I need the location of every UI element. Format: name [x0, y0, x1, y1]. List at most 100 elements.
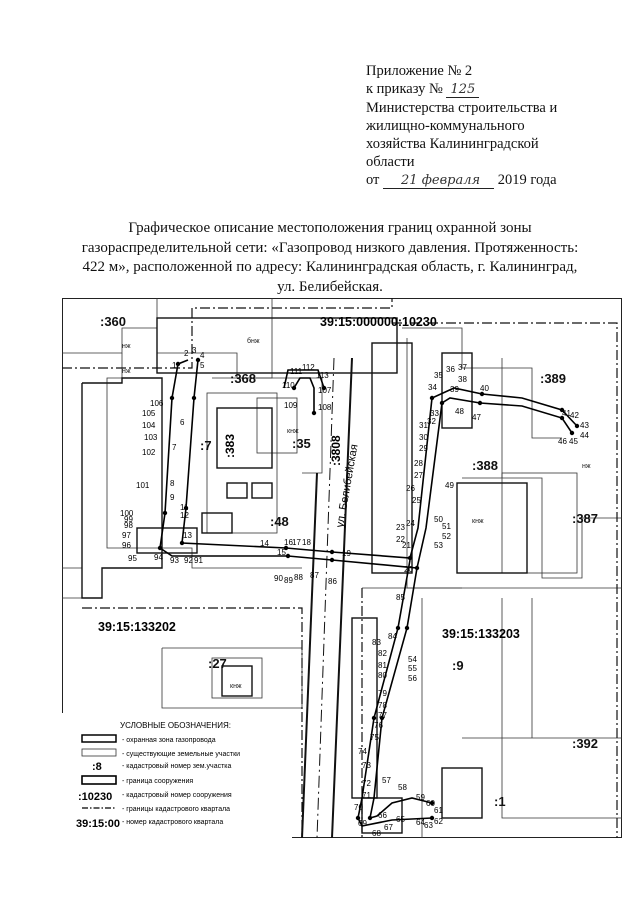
- svg-text:21: 21: [402, 541, 411, 550]
- title-line-2: газораспределительной сети: «Газопровод …: [81, 239, 579, 256]
- svg-text:27: 27: [414, 471, 423, 480]
- svg-text:- существующие земельные участ: - существующие земельные участки: [122, 751, 240, 758]
- svg-text:107: 107: [318, 386, 332, 395]
- svg-text:нж: нж: [122, 368, 131, 375]
- quarter-boundaries: [62, 298, 618, 838]
- order-reference: к приказу № 125: [366, 80, 616, 99]
- svg-text:55: 55: [408, 664, 417, 673]
- parcel-label: :392: [572, 736, 598, 751]
- svg-text:110: 110: [282, 381, 295, 390]
- ministry-line-1: Министерства строительства и: [366, 100, 558, 116]
- svg-text:15: 15: [277, 548, 286, 557]
- svg-text:46: 46: [558, 437, 567, 446]
- svg-text:- границы кадастрового квартал: - границы кадастрового квартала: [122, 806, 230, 813]
- svg-text:33: 33: [430, 409, 439, 418]
- svg-text:89: 89: [284, 576, 293, 585]
- title-line-4: ул. Белибейская.: [277, 278, 383, 295]
- svg-text:103: 103: [144, 433, 158, 442]
- svg-text:104: 104: [142, 421, 156, 430]
- parcel-label: :389: [540, 371, 566, 386]
- parcel-label: :368: [230, 371, 256, 386]
- svg-text:71: 71: [362, 791, 371, 800]
- quarter-right-label: 39:15:133203: [442, 627, 520, 641]
- svg-text:63: 63: [424, 821, 433, 830]
- svg-text:84: 84: [388, 632, 397, 641]
- svg-text:58: 58: [398, 783, 407, 792]
- svg-text:- граница сооружения: - граница сооружения: [122, 778, 193, 785]
- svg-text:8: 8: [170, 479, 175, 488]
- svg-text:102: 102: [142, 448, 156, 457]
- svg-text:91: 91: [194, 556, 203, 565]
- svg-text:7: 7: [172, 443, 177, 452]
- legend-sample-structure: [81, 775, 117, 785]
- svg-text:74: 74: [358, 747, 367, 756]
- svg-text:54: 54: [408, 655, 417, 664]
- svg-text:47: 47: [472, 413, 481, 422]
- svg-text:29: 29: [419, 444, 428, 453]
- svg-text:96: 96: [122, 541, 131, 550]
- svg-text:52: 52: [442, 532, 451, 541]
- order-number-handwritten: 125: [446, 82, 480, 98]
- svg-text:99: 99: [124, 515, 133, 524]
- svg-text:31: 31: [419, 421, 428, 430]
- svg-text:92: 92: [184, 556, 193, 565]
- parcel-label: :387: [572, 511, 598, 526]
- svg-text:нж: нж: [122, 343, 131, 350]
- parcel-label: :360: [100, 314, 126, 329]
- svg-text:57: 57: [382, 776, 391, 785]
- svg-text:39:15:00: 39:15:00: [76, 818, 120, 830]
- svg-text:76: 76: [374, 721, 383, 730]
- svg-text:4: 4: [200, 351, 205, 360]
- svg-text:49: 49: [445, 481, 454, 490]
- svg-text:37: 37: [458, 363, 467, 372]
- svg-text:82: 82: [378, 649, 387, 658]
- svg-text:3: 3: [192, 346, 197, 355]
- svg-text:48: 48: [455, 407, 464, 416]
- parcel-label: :388: [472, 458, 498, 473]
- svg-text:39: 39: [450, 385, 459, 394]
- svg-text:35: 35: [434, 371, 443, 380]
- svg-text:24: 24: [406, 519, 415, 528]
- svg-text:43: 43: [580, 421, 589, 430]
- svg-text:94: 94: [154, 553, 163, 562]
- svg-text:98: 98: [124, 521, 133, 530]
- ministry-line-2: жилищно-коммунального: [366, 118, 525, 134]
- svg-text:66: 66: [378, 811, 387, 820]
- svg-text::8: :8: [92, 761, 102, 773]
- svg-text:73: 73: [362, 761, 371, 770]
- svg-text:бнж: бнж: [247, 337, 260, 345]
- svg-text:106: 106: [150, 399, 164, 408]
- svg-text:кнж: кнж: [472, 518, 484, 525]
- svg-text:нж: нж: [582, 463, 591, 470]
- ministry-line-4: области: [366, 154, 415, 170]
- legend: УСЛОВНЫЕ ОБОЗНАЧЕНИЯ: - охранная зона га…: [62, 713, 292, 838]
- svg-text:109: 109: [284, 401, 298, 410]
- legend-heading: УСЛОВНЫЕ ОБОЗНАЧЕНИЯ:: [120, 721, 231, 730]
- svg-text:112: 112: [302, 363, 315, 372]
- title-line-1: Графическое описание местоположения гран…: [128, 220, 532, 236]
- svg-text:6: 6: [180, 418, 185, 427]
- svg-text:- кадастровый номер сооружения: - кадастровый номер сооружения: [122, 791, 232, 799]
- svg-text:80: 80: [378, 671, 387, 680]
- cadastral-map: :360 :368 :389 :7 :388 :35 :48 :387 :27 …: [62, 298, 622, 838]
- svg-text:45: 45: [569, 437, 578, 446]
- svg-text:26: 26: [406, 484, 415, 493]
- document-title: Графическое описание местоположения гран…: [40, 219, 620, 297]
- road-belibeyskaya: [301, 357, 353, 838]
- svg-text:13: 13: [183, 531, 192, 540]
- svg-text:113: 113: [316, 371, 329, 380]
- svg-text:50: 50: [434, 515, 443, 524]
- svg-text:105: 105: [142, 409, 156, 418]
- svg-text:111: 111: [290, 367, 303, 376]
- svg-text:9: 9: [170, 493, 175, 502]
- svg-text:20: 20: [404, 565, 413, 574]
- svg-text:16: 16: [284, 538, 293, 547]
- date-handwritten: 21 февраля: [383, 173, 495, 189]
- svg-text:97: 97: [122, 531, 131, 540]
- vertex-numbers: 1 2 3 4 5 6 7 8 9 11 12 13 14 15 16 17 1…: [120, 346, 589, 838]
- svg-text:93: 93: [170, 556, 179, 565]
- svg-text:65: 65: [396, 815, 405, 824]
- svg-text:42: 42: [570, 411, 579, 420]
- svg-text:- номер кадастрового квартала: - номер кадастрового квартала: [122, 819, 223, 826]
- parcel-labels: :360 :368 :389 :7 :388 :35 :48 :387 :27 …: [100, 314, 598, 809]
